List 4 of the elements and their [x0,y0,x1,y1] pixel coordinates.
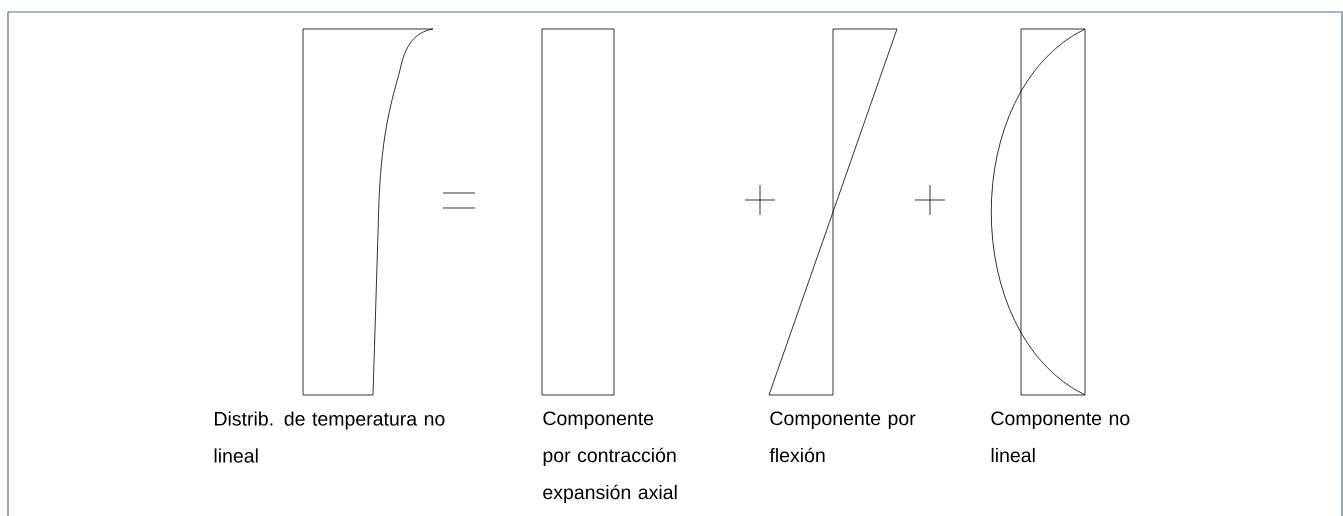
caption: Componente no lineal [991,411,1130,463]
caption: Componente por flexión [769,411,916,463]
caption: Componente por contracción expansión axial [543,411,677,504]
caption: Distrib. de temperatura no lineal [214,411,445,463]
